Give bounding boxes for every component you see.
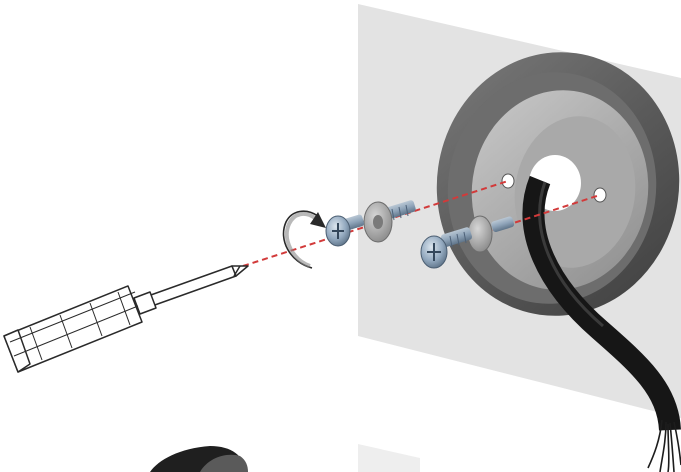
next-step-preview: [150, 446, 248, 472]
screwdriver-icon: [4, 266, 248, 372]
wall-plate-lower: [358, 444, 420, 472]
washer-icon-2: [468, 216, 492, 252]
screw-hole-left: [502, 174, 514, 188]
rotate-clockwise-icon: [284, 211, 326, 268]
screw-hole-right: [594, 188, 606, 202]
